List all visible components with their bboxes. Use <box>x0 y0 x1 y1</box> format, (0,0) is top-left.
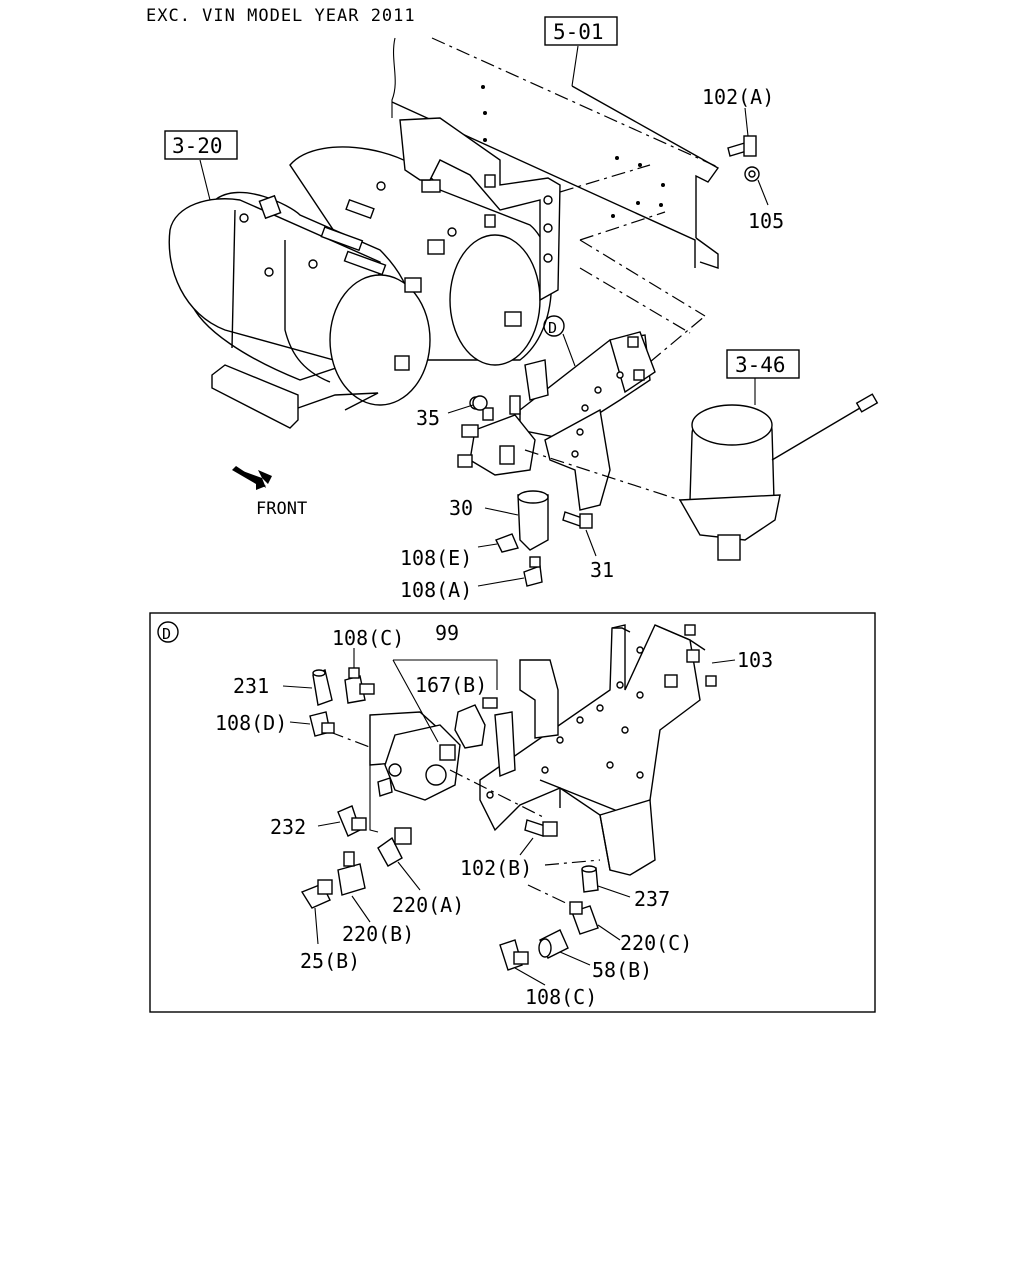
detail-d-frame <box>149 612 876 1013</box>
label-31: 31 <box>590 558 614 582</box>
leader-99-right <box>393 659 498 690</box>
leader-dash-5 <box>649 315 706 363</box>
label-102b: 102(B) <box>460 856 532 880</box>
leader-99-left <box>392 659 439 743</box>
valve-assembly-upper <box>457 395 681 501</box>
fitting-30 <box>484 490 549 551</box>
bolt-31 <box>562 511 597 557</box>
fitting-108a <box>477 556 543 587</box>
label-25b: 25(B) <box>300 949 360 973</box>
air-dryer <box>678 378 879 561</box>
leader-dash-detail <box>527 884 571 906</box>
label-108d: 108(D) <box>215 711 287 735</box>
fitting-108c-bottom <box>499 939 546 986</box>
label-220a: 220(A) <box>392 893 464 917</box>
label-232: 232 <box>270 815 306 839</box>
label-231: 231 <box>233 674 269 698</box>
leader-dash-4 <box>579 267 691 334</box>
label-35: 35 <box>416 406 440 430</box>
label-220c: 220(C) <box>620 931 692 955</box>
label-58b: 58(B) <box>592 958 652 982</box>
valve-bracket <box>519 331 656 511</box>
label-108c-bottom: 108(C) <box>525 985 597 1009</box>
label-108a: 108(A) <box>400 578 472 602</box>
leader-dash-3 <box>579 239 706 317</box>
label-220b: 220(B) <box>342 922 414 946</box>
detail-d-marker <box>157 621 179 643</box>
label-108c-top: 108(C) <box>332 626 404 650</box>
rail-bracket <box>399 117 561 302</box>
detail-marker-upper: D <box>543 315 576 367</box>
part-167b <box>454 697 498 749</box>
label-108e: 108(E) <box>400 546 472 570</box>
model-year-note: EXC. VIN MODEL YEAR 2011 <box>146 6 416 26</box>
fitting-220b <box>337 851 371 923</box>
switch-25b <box>300 879 333 945</box>
label-30: 30 <box>449 496 473 520</box>
fitting-108e <box>477 533 519 553</box>
valve-99 <box>329 711 546 833</box>
label-105: 105 <box>748 209 784 233</box>
bolt-102a <box>727 107 757 157</box>
label-237: 237 <box>634 887 670 911</box>
ref-box-501 <box>544 16 618 46</box>
fitting-108c-top <box>344 648 375 704</box>
label-102a: 102(A) <box>702 85 774 109</box>
ref-320: 3-20 <box>172 134 223 158</box>
ref-346: 3-46 <box>735 353 786 377</box>
fitting-108d <box>289 711 335 737</box>
svg-text:D: D <box>548 319 557 337</box>
sensor-237 <box>581 865 631 898</box>
nut-105 <box>744 166 769 206</box>
label-99: 99 <box>435 621 459 645</box>
fitting-232 <box>317 805 367 837</box>
leader-dash-2 <box>579 211 666 241</box>
bracket-103 <box>479 624 736 876</box>
nut-35 <box>447 395 488 414</box>
ref-box-346 <box>726 349 800 379</box>
leader-dash-1 <box>559 164 651 193</box>
part-58b <box>538 929 591 966</box>
frame-rail <box>391 37 721 269</box>
bolt-102b <box>519 819 558 856</box>
leader-dash-detail-2 <box>544 859 601 866</box>
air-tanks <box>168 146 552 429</box>
label-167b: 167(B) <box>415 673 487 697</box>
front-label: FRONT <box>256 499 307 519</box>
fitting-220a <box>377 827 421 891</box>
ref-box-320 <box>164 130 238 160</box>
fitting-231 <box>282 669 333 706</box>
detail-d-letter: D <box>162 625 171 643</box>
front-arrow <box>232 466 272 490</box>
fitting-220c <box>569 901 621 941</box>
label-103: 103 <box>737 648 773 672</box>
ref-501: 5-01 <box>553 20 604 44</box>
